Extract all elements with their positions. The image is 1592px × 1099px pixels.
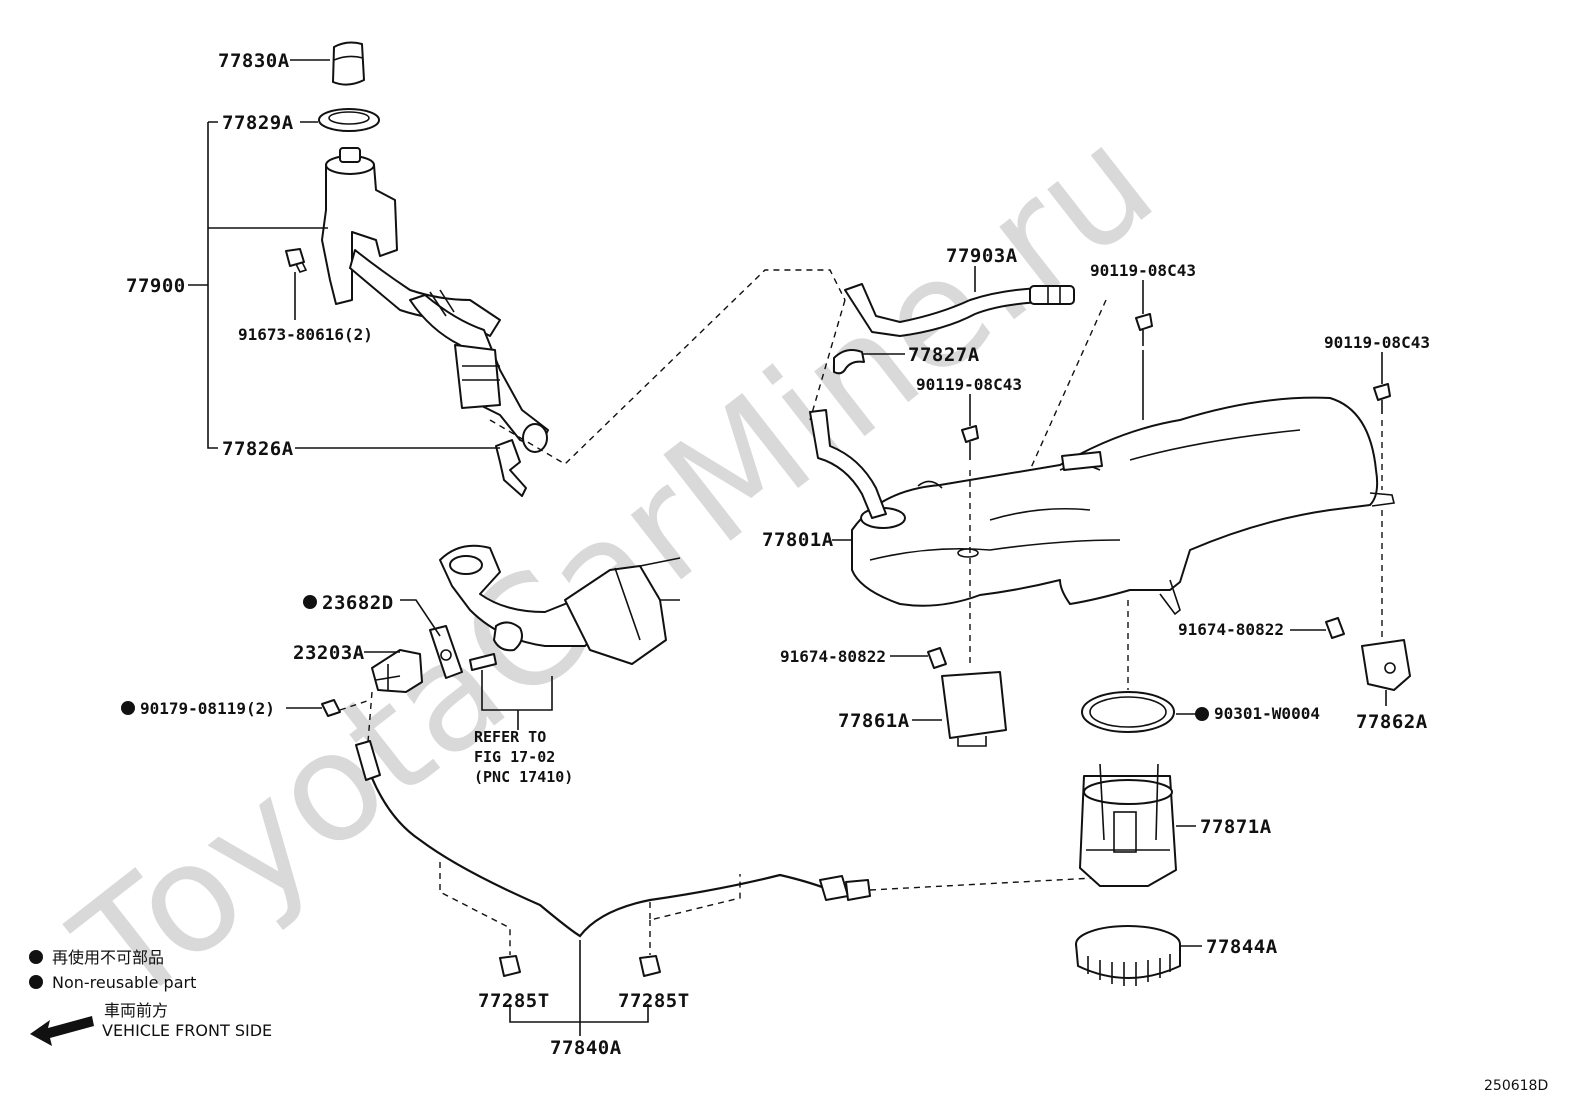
bolt-90119-a [1135, 313, 1153, 346]
clip-77285T-b [639, 955, 661, 977]
label-23682D: 23682D [322, 592, 394, 614]
label-77801A: 77801A [762, 529, 834, 551]
filler-cap-77830A [332, 41, 365, 86]
bolt-91673 [285, 248, 308, 273]
label-77862A: 77862A [1356, 711, 1428, 733]
sensor-23203A [371, 649, 423, 693]
nonreusable-mark-90301 [1195, 707, 1209, 721]
label-77844A: 77844A [1206, 936, 1278, 958]
label-23203A: 23203A [293, 642, 365, 664]
label-77285T-b: 77285T [618, 990, 690, 1012]
bolt-91674-a [927, 647, 947, 669]
nonreusable-mark-90179 [121, 701, 135, 715]
exhaust-pipe [439, 544, 681, 665]
filler-pipe-assembly-77900 [321, 147, 549, 453]
gasket-ring-90301 [1081, 691, 1175, 733]
legend-front-en: VEHICLE FRONT SIDE [102, 1021, 272, 1040]
gasket-23682D [429, 625, 463, 679]
bracket-77826A [495, 439, 527, 497]
nut-90179 [321, 699, 341, 717]
nonreusable-mark-23682D [303, 595, 317, 609]
label-77829A: 77829A [222, 112, 294, 134]
label-77900: 77900 [126, 275, 186, 297]
legend-bullet-en [29, 975, 43, 989]
retainer-ring-77844A [1075, 925, 1181, 986]
label-91673: 91673-80616(2) [238, 325, 373, 344]
label-77871A: 77871A [1200, 816, 1272, 838]
label-77826A: 77826A [222, 438, 294, 460]
filler-neck-hose [809, 409, 887, 519]
clip-77285T-a [499, 955, 521, 977]
label-90119-c: 90119-08C43 [1324, 333, 1430, 352]
label-90119-b: 90119-08C43 [916, 375, 1022, 394]
label-77840A: 77840A [550, 1037, 622, 1059]
bolt-90119-c [1373, 383, 1391, 414]
label-77903A: 77903A [946, 245, 1018, 267]
vent-hose-77903A [844, 283, 1075, 337]
label-77827A: 77827A [908, 344, 980, 366]
label-91674-b: 91674-80822 [1178, 620, 1284, 639]
label-90119-a: 90119-08C43 [1090, 261, 1196, 280]
wire-harness-77840A [355, 740, 871, 938]
bracket-77862A [1361, 639, 1411, 691]
fuel-pump-77871A [1079, 763, 1177, 887]
legend-bullet-jp [29, 950, 43, 964]
legend-front-jp: 車両前方 [104, 1001, 168, 1020]
bolt-91674-b [1325, 617, 1345, 639]
stud-bolt [469, 653, 497, 671]
figure-code: 250618D [1484, 1078, 1548, 1094]
filler-gasket-77829A [318, 108, 380, 132]
label-91674-a: 91674-80822 [780, 647, 886, 666]
reference-line2: FIG 17-02 [474, 748, 555, 766]
reference-line3: (PNC 17410) [474, 768, 573, 786]
label-90179: 90179-08119(2) [140, 699, 275, 718]
legend-nonreusable-jp: 再使用不可部品 [52, 948, 164, 967]
bolt-90119-b [961, 425, 979, 460]
legend-nonreusable-en: Non-reusable part [52, 973, 196, 992]
label-77861A: 77861A [838, 710, 910, 732]
bracket-77861A [941, 671, 1007, 747]
label-90301: 90301-W0004 [1214, 704, 1320, 723]
front-arrow-icon [30, 1016, 94, 1046]
reference-line1: REFER TO [474, 728, 546, 746]
clamp-77827A [833, 349, 865, 375]
label-77830A: 77830A [218, 50, 290, 72]
fuel-tank-77801A [851, 396, 1395, 616]
label-77285T-a: 77285T [478, 990, 550, 1012]
